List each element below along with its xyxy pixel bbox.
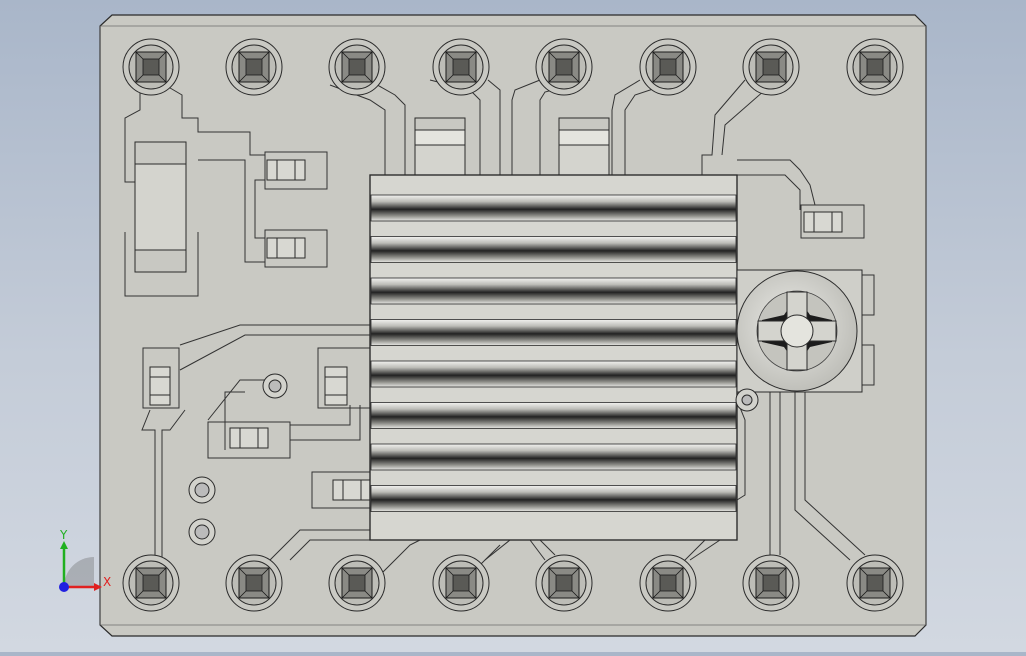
header-pin <box>225 554 283 612</box>
header-pin <box>535 554 593 612</box>
header-pin <box>225 38 283 96</box>
header-pin <box>432 38 490 96</box>
header-pin <box>122 554 180 612</box>
header-pin <box>432 554 490 612</box>
header-pin <box>122 38 180 96</box>
potentiometer[interactable] <box>736 269 863 393</box>
smd-footprints <box>142 151 875 509</box>
heatsink <box>369 174 738 541</box>
header-pin <box>328 38 386 96</box>
header-pin <box>639 554 697 612</box>
heatsink-fin <box>370 485 737 512</box>
bulk-capacitor <box>134 141 187 273</box>
y-axis-label: Y <box>59 528 68 542</box>
heatsink-fin <box>370 402 737 429</box>
coordinate-triad: X Y <box>59 528 111 592</box>
x-axis-label: X <box>103 575 111 589</box>
header-pin <box>742 38 800 96</box>
smd-resistors <box>149 159 843 501</box>
heatsink-fin <box>370 194 737 222</box>
heatsink-fin <box>370 443 737 471</box>
header-pin <box>846 38 904 96</box>
heatsink-fin <box>370 319 737 346</box>
top-capacitors <box>414 117 610 176</box>
heatsink-fin <box>370 360 737 388</box>
header-pin <box>535 38 593 96</box>
header-pins <box>122 38 904 612</box>
heatsink-fin <box>370 277 737 305</box>
heatsink-fin <box>370 236 737 263</box>
header-pin <box>639 38 697 96</box>
vias <box>188 373 759 546</box>
header-pin <box>328 554 386 612</box>
header-pin <box>846 554 904 612</box>
header-pin <box>742 554 800 612</box>
